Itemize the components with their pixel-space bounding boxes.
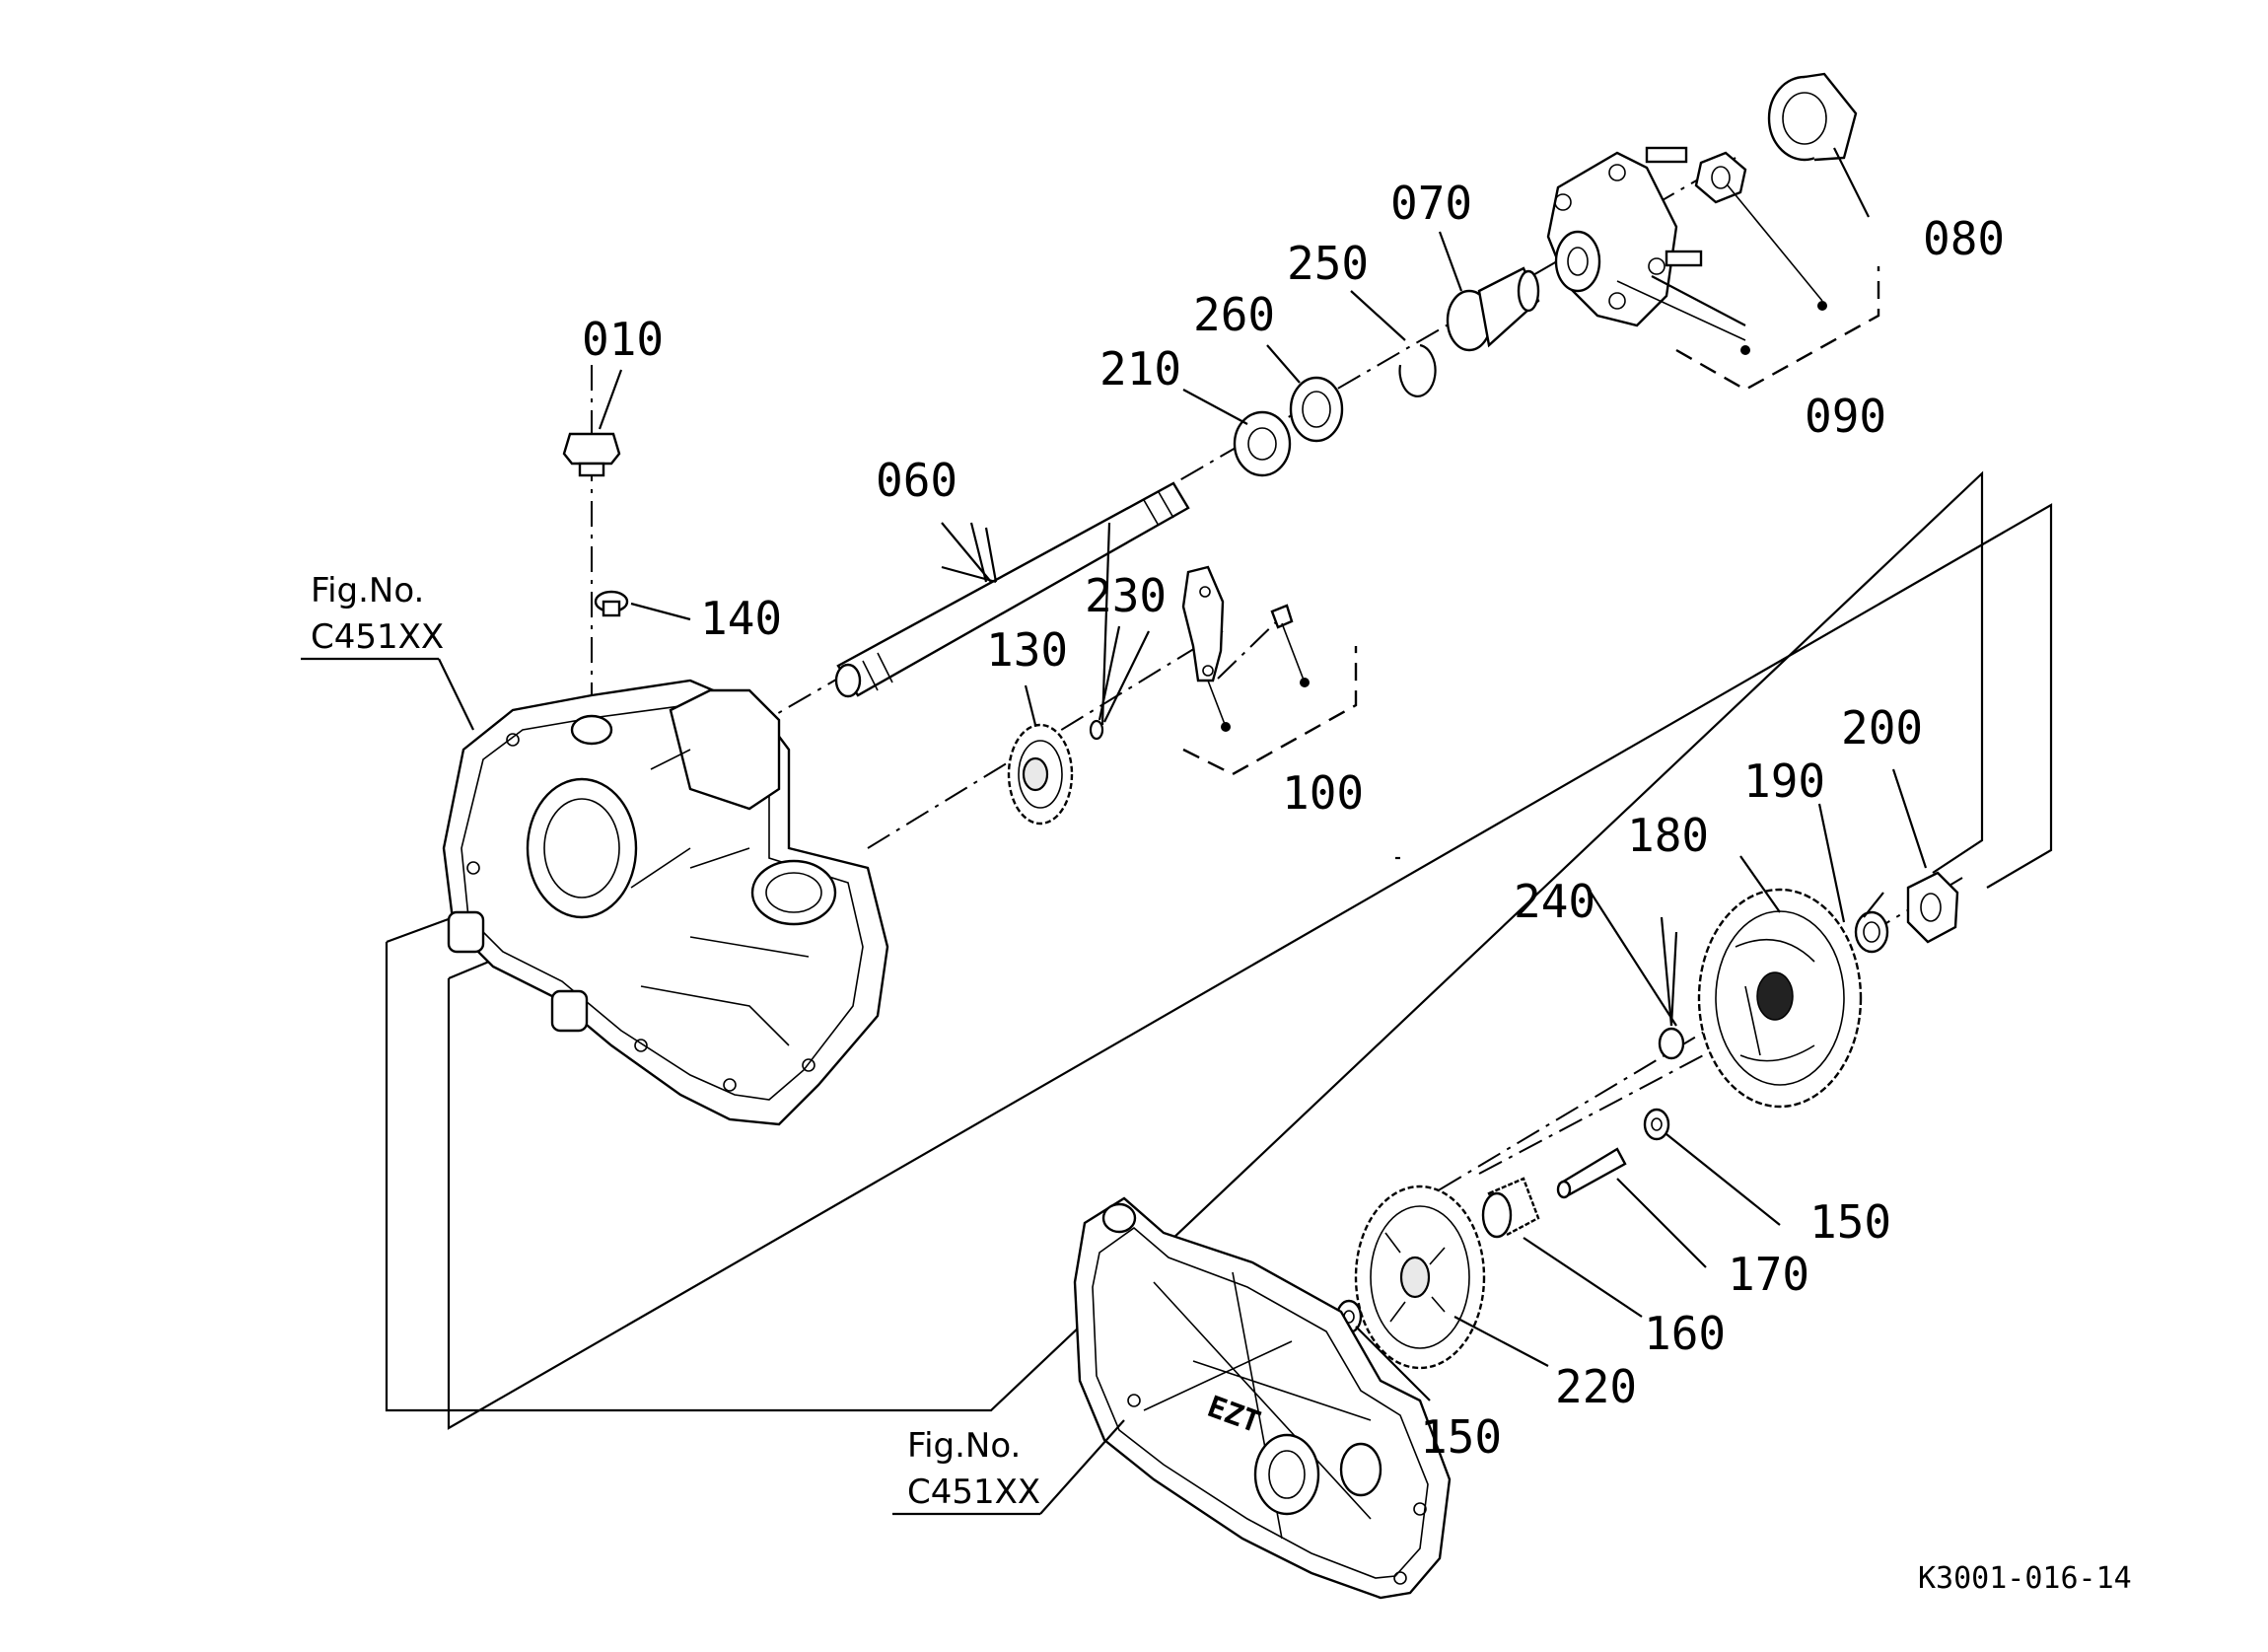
figure-references: Fig.No. C451XX Fig.No. C451XX bbox=[311, 571, 1040, 1512]
part-labels: 010 140 060 130 230 100 210 260 250 070 … bbox=[582, 177, 2005, 1464]
bracket-090 bbox=[1616, 184, 1880, 392]
label-070: 070 bbox=[1390, 177, 1472, 230]
label-210: 210 bbox=[1099, 342, 1181, 395]
part-130-gear bbox=[1007, 723, 1074, 826]
figure-ref-underlines bbox=[301, 657, 1125, 1516]
bracket-100 bbox=[1182, 622, 1358, 776]
part-010-drain-plug bbox=[562, 432, 621, 477]
label-130: 130 bbox=[986, 623, 1068, 677]
part-090-nut bbox=[1694, 151, 1747, 204]
part-090-wheel-hub bbox=[1546, 146, 1703, 327]
label-200: 200 bbox=[1841, 701, 1923, 754]
leader-lines bbox=[598, 147, 1928, 1401]
part-220-gear bbox=[1354, 1185, 1486, 1370]
part-070-collar bbox=[1446, 266, 1540, 352]
part-100-lever-assembly bbox=[1181, 565, 1310, 732]
label-160: 160 bbox=[1644, 1307, 1726, 1360]
label-080: 080 bbox=[1923, 212, 2005, 265]
label-250: 250 bbox=[1287, 237, 1369, 290]
label-150-upper: 150 bbox=[1809, 1195, 1891, 1249]
label-100: 100 bbox=[1282, 766, 1364, 820]
fig-ref-top-code: C451XX bbox=[311, 617, 444, 657]
diagram-code: K3001-016-14 bbox=[1918, 1561, 2132, 1596]
transmission-cover: EZT bbox=[1073, 1196, 1452, 1600]
label-180: 180 bbox=[1627, 809, 1709, 862]
part-230-ring bbox=[1089, 719, 1104, 741]
label-260: 260 bbox=[1193, 288, 1275, 341]
part-060-axle-shaft bbox=[834, 481, 1190, 698]
label-170: 170 bbox=[1728, 1248, 1809, 1301]
fig-ref-bottom-label: Fig.No. bbox=[907, 1426, 1021, 1466]
leader-060 bbox=[941, 522, 992, 583]
part-150-washer-upper bbox=[1643, 1108, 1670, 1141]
part-200-nut bbox=[1906, 871, 1959, 944]
label-220: 220 bbox=[1555, 1360, 1637, 1413]
label-060: 060 bbox=[876, 454, 957, 507]
part-190-washer bbox=[1854, 910, 1889, 954]
part-250-snap-ring bbox=[1398, 343, 1437, 397]
part-210-bearing bbox=[1233, 410, 1292, 477]
label-240: 240 bbox=[1514, 875, 1595, 928]
label-140: 140 bbox=[700, 592, 782, 645]
transmission-housing bbox=[442, 679, 889, 1126]
label-150-lower: 150 bbox=[1420, 1410, 1502, 1464]
part-170-shaft-pin bbox=[1556, 1147, 1627, 1199]
label-090: 090 bbox=[1805, 390, 1886, 443]
part-080-bearing bbox=[1767, 72, 1858, 162]
fig-ref-bottom-code: C451XX bbox=[907, 1472, 1040, 1512]
part-160-pinion-gear bbox=[1481, 1177, 1540, 1239]
part-140-plug bbox=[594, 590, 629, 617]
part-240-ring bbox=[1658, 1027, 1685, 1060]
part-260-oil-seal bbox=[1289, 376, 1344, 443]
label-190: 190 bbox=[1743, 754, 1825, 808]
label-230: 230 bbox=[1085, 569, 1167, 622]
part-180-large-gear bbox=[1697, 888, 1863, 1109]
label-010: 010 bbox=[582, 313, 664, 366]
fig-ref-top-label: Fig.No. bbox=[311, 571, 424, 611]
